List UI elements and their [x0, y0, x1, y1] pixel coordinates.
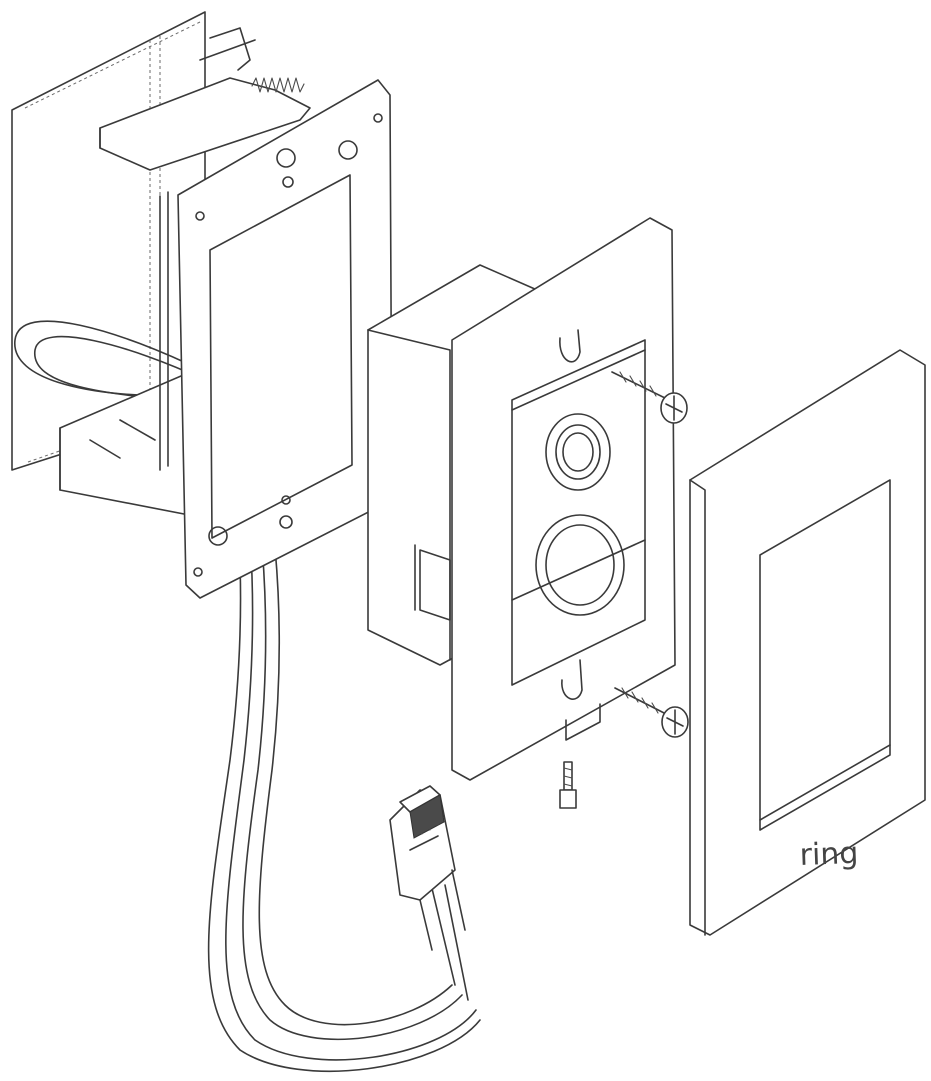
- cover-plate: ring: [689, 349, 926, 936]
- spring-coil: [251, 77, 305, 93]
- frame-screw-hole-top: [276, 148, 296, 168]
- security-screw: [559, 761, 577, 809]
- doorbell-faceplate: [451, 217, 676, 781]
- camera-lens: [545, 413, 611, 491]
- doorbell-button: [535, 514, 625, 616]
- mounting-screw-bottom: [614, 687, 689, 738]
- mounting-screw-top: [611, 371, 688, 424]
- frame-screw-hole-bottom: [208, 526, 228, 546]
- cover-plate-window: [759, 479, 891, 831]
- ethernet-connector: [389, 785, 466, 951]
- ring-logo-text: ring: [799, 836, 859, 873]
- mounting-frame: [177, 79, 393, 599]
